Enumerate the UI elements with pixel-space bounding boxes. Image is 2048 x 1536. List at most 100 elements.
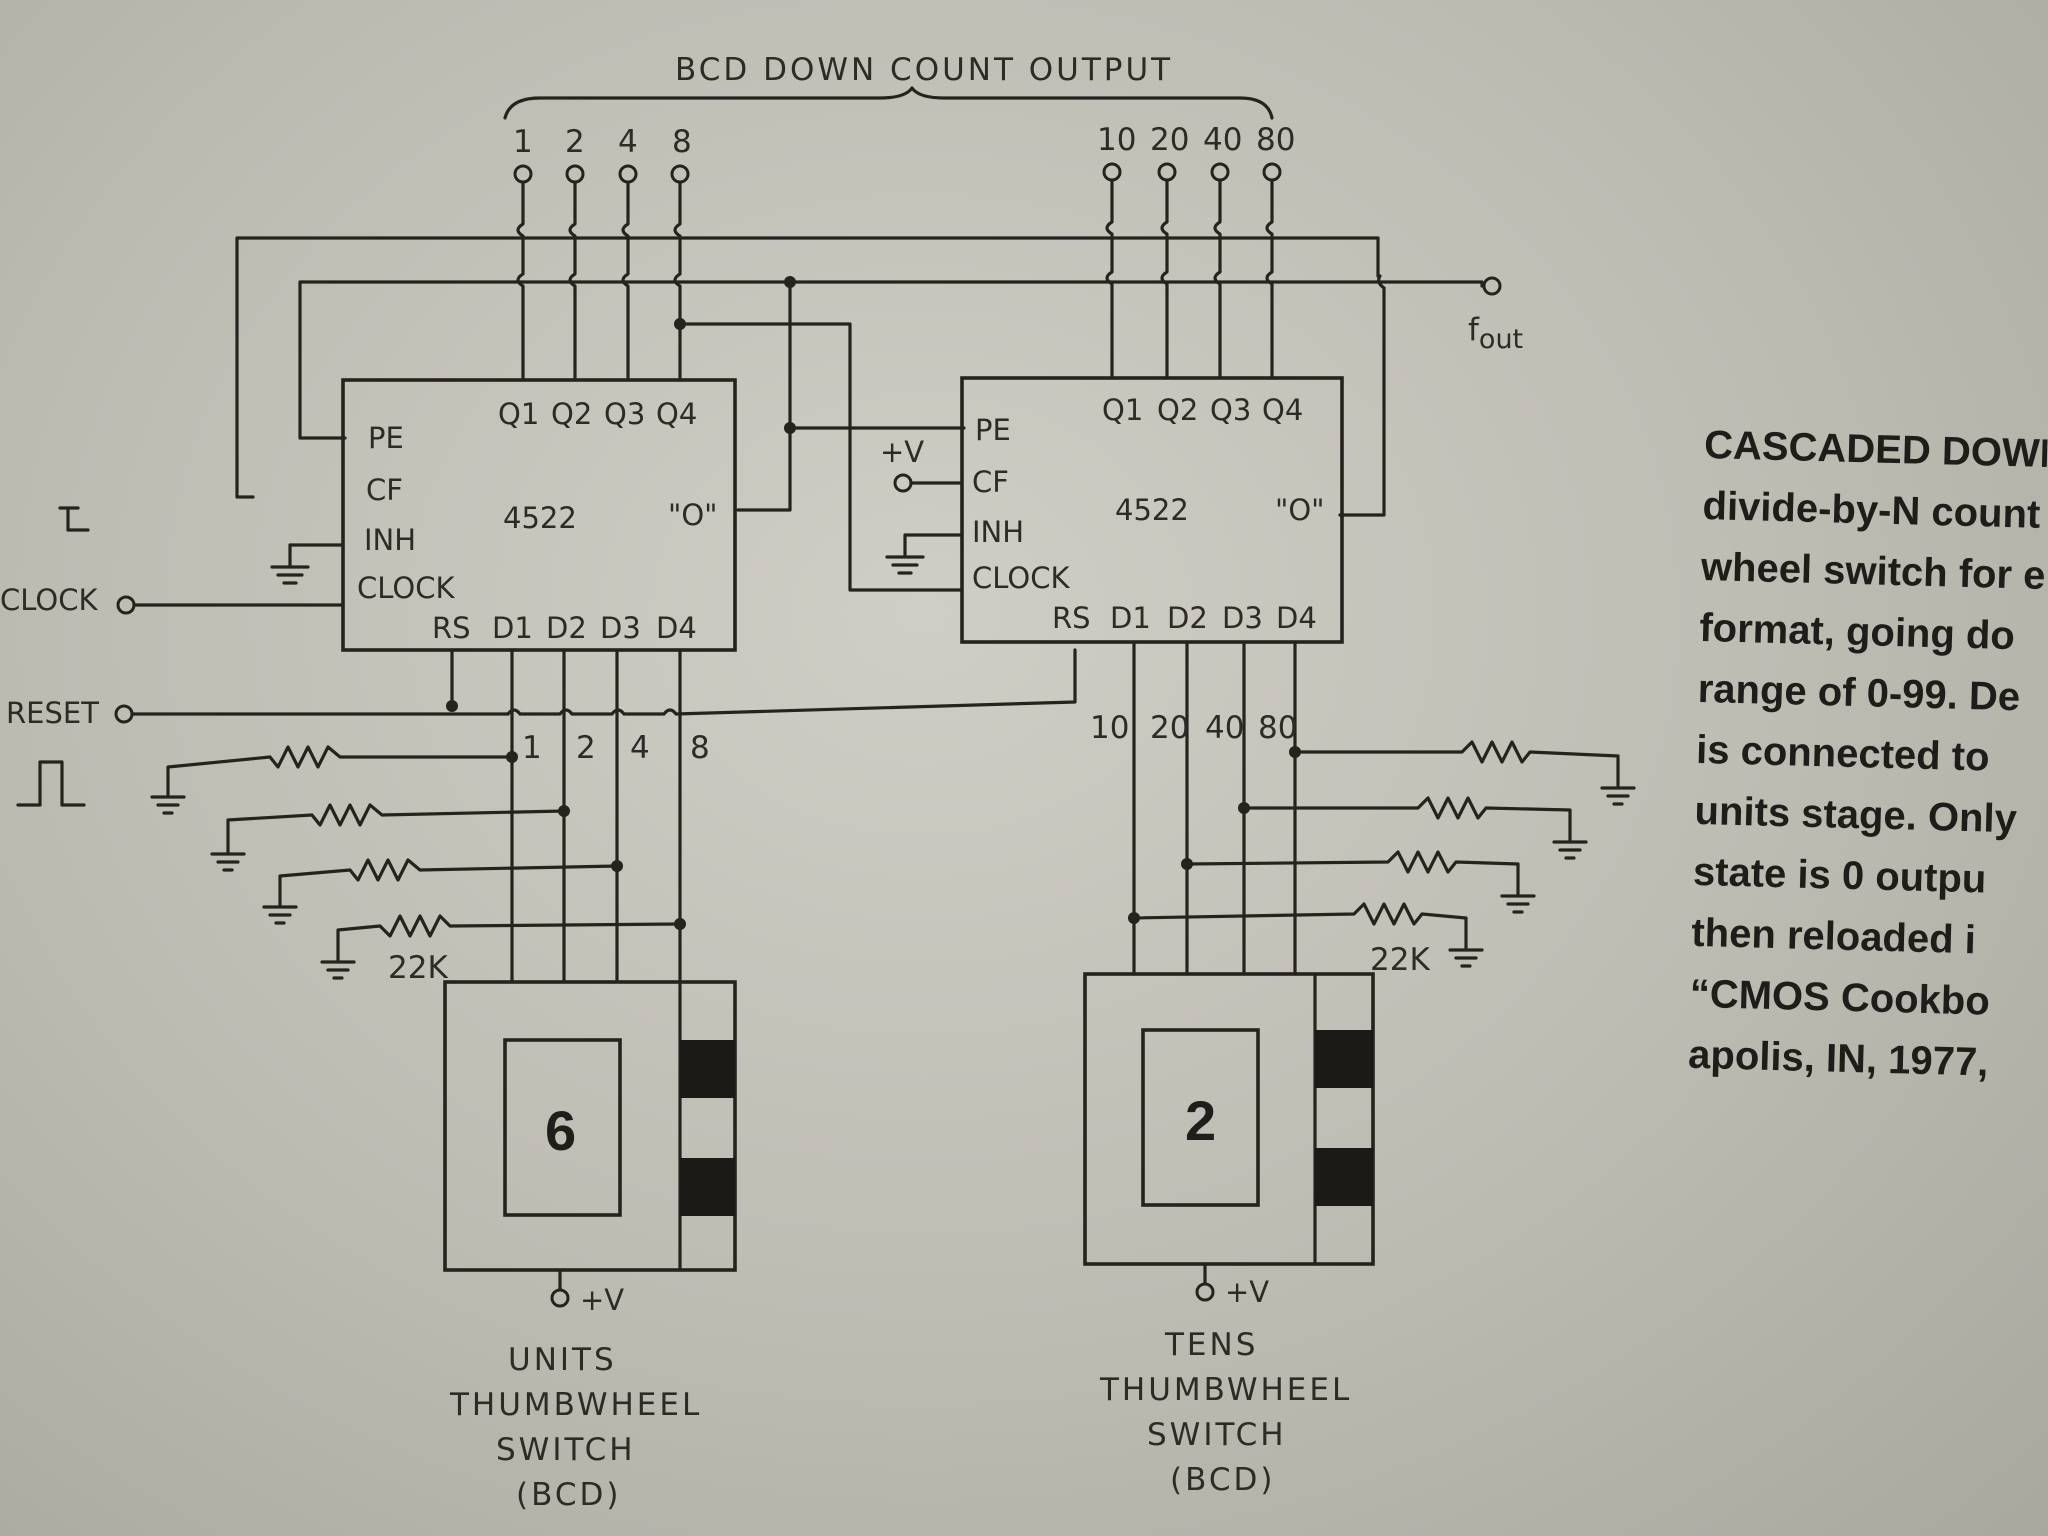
caption-line: divide-by-N count [1702, 483, 2041, 537]
out-label-10: 10 [1097, 122, 1136, 158]
chip-right-pin-clock: CLOCK [972, 561, 1070, 595]
chip-left-pin-q3: Q3 [604, 397, 645, 431]
out-label-2: 2 [565, 124, 585, 160]
caption-line: then reloaded i [1690, 910, 1977, 963]
fout-terminal [1482, 276, 1502, 296]
units-line-label-8: 8 [690, 730, 710, 766]
chip-right-pin-rs: RS [1052, 601, 1091, 635]
chip-left-pin-q1: Q1 [498, 397, 539, 431]
svg-text:TENS: TENS [1164, 1327, 1258, 1363]
caption-line: apolis, IN, 1977, [1687, 1032, 1989, 1085]
out-label-1: 1 [513, 124, 533, 160]
output-terminals [513, 162, 1282, 184]
tens-resistor-value: 22K [1370, 942, 1430, 978]
units-thumbwheel-switch[interactable]: 6 [443, 980, 737, 1272]
units-switch-digit: 6 [545, 1099, 576, 1162]
units-line-label-4: 4 [630, 730, 650, 766]
reset-label: RESET [6, 696, 99, 730]
chip-right-part-number: 4522 [1115, 493, 1189, 527]
chip-right-4522: PE CF INH CLOCK Q1 Q2 Q3 Q4 4522 "O" RS … [960, 376, 1344, 644]
out-label-80: 80 [1256, 122, 1295, 158]
tens-line-label-40: 40 [1205, 710, 1244, 746]
chip-left-pin-d1: D1 [492, 611, 533, 645]
svg-text:UNITS: UNITS [508, 1342, 617, 1378]
out-label-20: 20 [1150, 122, 1189, 158]
out-label-40: 40 [1203, 122, 1242, 158]
chip-left-pin-clock: CLOCK [357, 571, 455, 605]
chip-left-zero-output: "O" [668, 498, 718, 532]
caption-line: “CMOS Cookbo [1689, 971, 1991, 1024]
chip-left-pin-inh: INH [364, 523, 416, 557]
caption-line: CASCADED DOWN [1703, 422, 2048, 477]
chip-left-pin-pe: PE [368, 421, 404, 455]
svg-text:(BCD): (BCD) [516, 1477, 621, 1513]
caption-line: format, going do [1698, 605, 2016, 659]
clock-input: CLOCK [0, 506, 345, 617]
reset-input: RESET [6, 648, 1077, 807]
tens-line-label-10: 10 [1090, 710, 1129, 746]
figure-caption: CASCADED DOWN divide-by-N count wheel sw… [1687, 415, 2048, 1124]
chip-left-pin-q4: Q4 [656, 397, 697, 431]
right-cf-supply: +V [880, 435, 964, 493]
caption-line: units stage. Only [1694, 788, 2018, 842]
units-wheel-band-1 [680, 1040, 735, 1098]
units-supply-terminal [550, 1288, 570, 1308]
clock-edge-icon [58, 506, 90, 532]
chip-right-pin-cf: CF [972, 465, 1009, 499]
chip-right-pin-q1: Q1 [1102, 393, 1143, 427]
caption-line: is connected to [1695, 727, 1991, 780]
tens-supply-terminal [1195, 1282, 1215, 1302]
units-supply-label: +V [580, 1283, 624, 1317]
chip-left-pin-q2: Q2 [551, 397, 592, 431]
chip-right-pin-q4: Q4 [1262, 393, 1303, 427]
units-wheel-band-2 [680, 1158, 735, 1216]
tens-pulldown-resistors [1128, 740, 1636, 968]
chip-left-pin-d4: D4 [656, 611, 697, 645]
units-resistor-value: 22K [388, 950, 448, 986]
caption-line: range of 0-99. De [1697, 666, 2021, 720]
circuit-schematic: BCD DOWN COUNT OUTPUT 1 2 4 8 10 20 40 8… [0, 52, 1636, 1513]
clock-label: CLOCK [0, 583, 98, 617]
chip-left-pin-d3: D3 [600, 611, 641, 645]
chip-right-pin-d4: D4 [1276, 601, 1317, 635]
reset-pulse-icon [16, 760, 86, 807]
chip-right-pin-d2: D2 [1167, 601, 1208, 635]
tens-supply-label: +V [1225, 1275, 1269, 1309]
caption-line: state is 0 outpu [1692, 849, 1987, 902]
output-brace [503, 86, 1274, 120]
bcd-down-count-title: BCD DOWN COUNT OUTPUT [675, 52, 1173, 88]
out-label-8: 8 [672, 124, 692, 160]
tens-wheel-band-1 [1315, 1030, 1373, 1088]
chip-left-4522: PE CF INH CLOCK Q1 Q2 Q3 Q4 4522 "O" RS … [341, 378, 737, 652]
chip-right-pin-d1: D1 [1110, 601, 1151, 635]
ground-right-inh [885, 533, 964, 575]
svg-text:(BCD): (BCD) [1170, 1462, 1275, 1498]
svg-text:SWITCH: SWITCH [496, 1432, 636, 1468]
feedback-buses [235, 236, 1484, 592]
tens-switch-digit: 2 [1185, 1089, 1216, 1152]
chip-right-pin-q3: Q3 [1210, 393, 1251, 427]
tens-line-label-20: 20 [1150, 710, 1189, 746]
fout-label: fout [1468, 312, 1523, 355]
svg-text:SWITCH: SWITCH [1147, 1417, 1287, 1453]
units-line-label-2: 2 [576, 730, 596, 766]
units-pulldown-resistors [150, 745, 686, 980]
tens-line-label-80: 80 [1258, 710, 1297, 746]
chip-left-pin-rs: RS [432, 611, 471, 645]
tens-thumbwheel-switch[interactable]: 2 [1083, 972, 1375, 1266]
chip-left-part-number: 4522 [503, 501, 577, 535]
svg-text:THUMBWHEEL: THUMBWHEEL [449, 1387, 702, 1423]
ground-left-inh [270, 543, 345, 585]
units-line-label-1: 1 [522, 730, 542, 766]
svg-text:+V: +V [880, 435, 924, 469]
units-switch-label: UNITS THUMBWHEEL SWITCH (BCD) [449, 1342, 702, 1513]
caption-line: wheel switch for e [1700, 544, 2047, 598]
svg-text:THUMBWHEEL: THUMBWHEEL [1099, 1372, 1352, 1408]
chip-left-pin-cf: CF [366, 473, 403, 507]
out-label-4: 4 [618, 124, 638, 160]
chip-right-zero-output: "O" [1275, 493, 1325, 527]
chip-right-pin-pe: PE [975, 413, 1011, 447]
tens-switch-label: TENS THUMBWHEEL SWITCH (BCD) [1099, 1327, 1352, 1498]
q-output-wires [516, 178, 1274, 382]
